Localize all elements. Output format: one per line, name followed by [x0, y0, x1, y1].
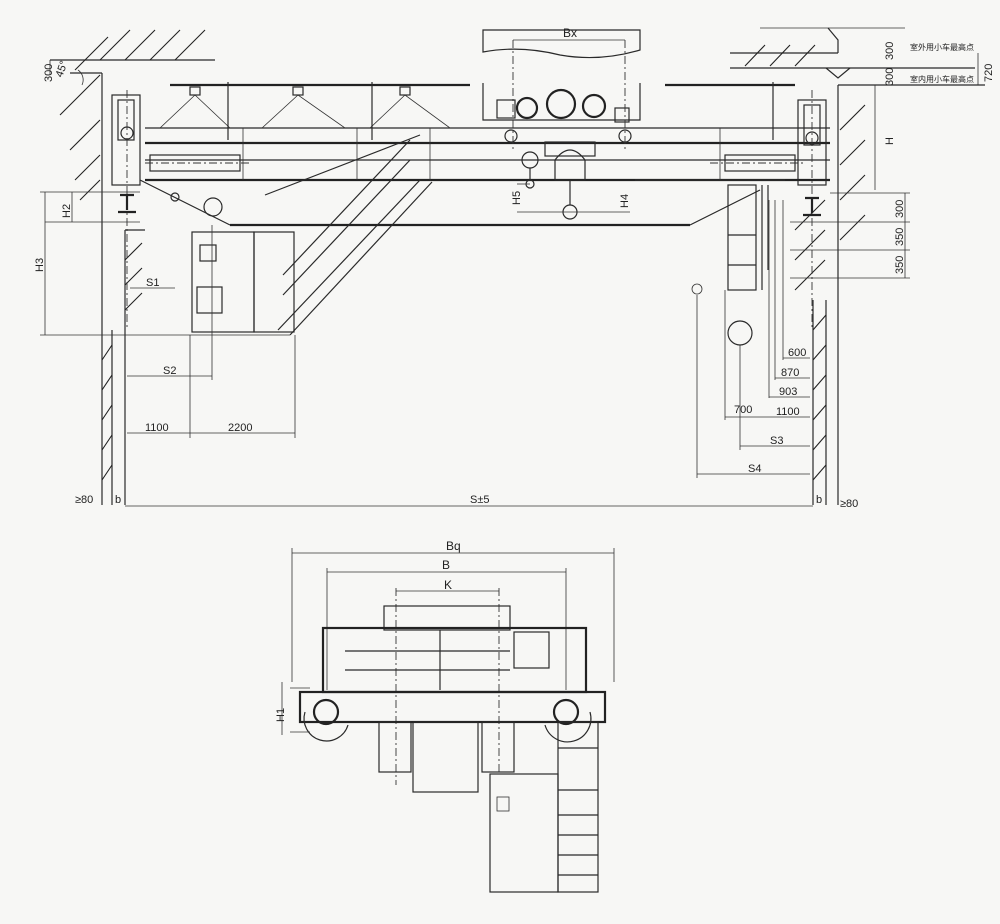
dim-left-2200: 2200 — [228, 422, 252, 434]
note-indoor-trolley-top: 室内用小车最高点 — [910, 74, 974, 84]
right-wall-structure: 300 300 室外用小车最高点 室内用小车最高点 720 H — [730, 27, 995, 505]
operator-cab — [191, 134, 433, 336]
dim-outdoor-top: 300 — [884, 42, 896, 60]
dim-Bq: Bq — [446, 539, 461, 553]
dim-right-1100: 1100 — [776, 406, 800, 418]
dim-height-H5: H5 — [511, 191, 523, 205]
dim-right-870: 870 — [781, 367, 799, 379]
dim-height-H: H — [884, 137, 896, 145]
dim-left-1100: 1100 — [145, 422, 169, 434]
left-dimensions: H2 H3 S1 S2 1100 2200 — [34, 191, 296, 438]
dim-min-right: ≥80 — [840, 498, 858, 510]
dim-right-600: 600 — [788, 347, 806, 359]
dim-S4: S4 — [748, 463, 761, 475]
dim-total-top: 720 — [983, 64, 995, 82]
access-ladder — [691, 184, 769, 346]
dim-height-H4: H4 — [619, 194, 631, 208]
dim-S3: S3 — [770, 435, 783, 447]
bridge-girder — [111, 82, 830, 330]
dim-K: K — [444, 578, 452, 592]
dim-roof-clearance-left: 300 — [43, 64, 55, 82]
right-dimensions: 300 350 350 600 870 903 700 1100 S3 S4 — [696, 192, 910, 478]
span-dimension: S±5 b b ≥80 ≥80 — [75, 494, 858, 510]
dim-S2: S2 — [163, 365, 176, 377]
dim-height-H3: H3 — [34, 258, 46, 272]
dim-b-right: b — [816, 494, 822, 506]
dim-right-700: 700 — [734, 404, 752, 416]
dim-right-903: 903 — [779, 386, 797, 398]
dim-height-H2: H2 — [61, 204, 73, 218]
dim-right-300: 300 — [894, 200, 906, 218]
dim-b-left: b — [115, 494, 121, 506]
note-outdoor-trolley-top: 室外用小车最高点 — [910, 42, 974, 52]
dim-min-left: ≥80 — [75, 494, 93, 506]
dim-roof-angle: 45° — [54, 59, 71, 79]
left-wall-structure: 300 45° — [43, 29, 215, 505]
dim-indoor-top: 300 — [884, 68, 896, 86]
dim-trolley-width: Bx — [563, 26, 577, 40]
side-view: Bq B K H1 — [275, 539, 615, 893]
dim-right-350a: 350 — [894, 228, 906, 246]
dim-span: S±5 — [470, 494, 490, 506]
dim-S1: S1 — [146, 277, 159, 289]
dim-H1: H1 — [275, 708, 287, 722]
trolley: Bx H5 H4 — [482, 26, 785, 220]
dim-B: B — [442, 558, 450, 572]
dim-right-350b: 350 — [894, 256, 906, 274]
